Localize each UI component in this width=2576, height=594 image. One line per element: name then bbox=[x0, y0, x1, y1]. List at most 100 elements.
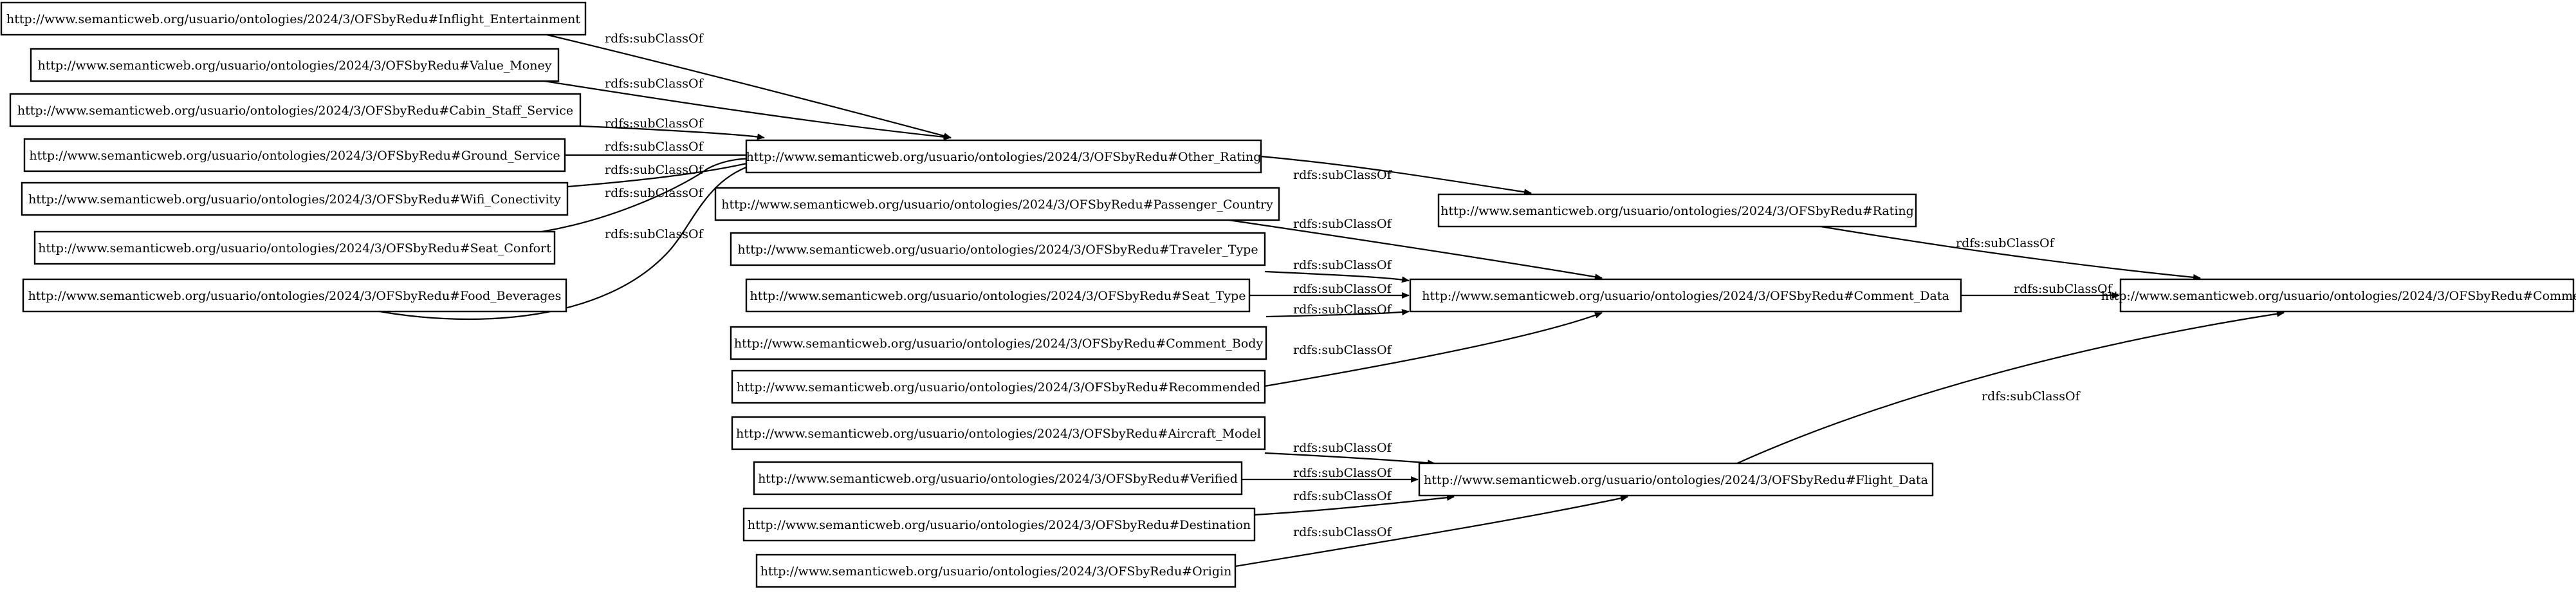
node-box bbox=[1437, 193, 1917, 228]
edge-label: rdfs:subClassOf bbox=[1293, 302, 1393, 317]
node-other: http://www.semanticweb.org/usuario/ontol… bbox=[745, 139, 1262, 174]
node-label: http://www.semanticweb.org/usuario/ontol… bbox=[38, 241, 551, 255]
node-box bbox=[745, 278, 1251, 313]
node-label: http://www.semanticweb.org/usuario/ontol… bbox=[1424, 473, 1928, 487]
node-label: http://www.semanticweb.org/usuario/ontol… bbox=[17, 104, 573, 118]
edge-label: rdfs:subClassOf bbox=[1956, 236, 2056, 250]
edge-rating-to-comment bbox=[1820, 225, 2201, 281]
node-label: http://www.semanticweb.org/usuario/ontol… bbox=[748, 518, 1251, 532]
node-origin: http://www.semanticweb.org/usuario/ontol… bbox=[755, 553, 1237, 588]
edge-cabin-to-other bbox=[580, 125, 765, 140]
edge-label: rdfs:subClassOf bbox=[1293, 258, 1393, 272]
node-wifi: http://www.semanticweb.org/usuario/ontol… bbox=[21, 181, 569, 216]
edge-label: rdfs:subClassOf bbox=[1293, 343, 1393, 357]
node-box bbox=[714, 187, 1280, 221]
node-box bbox=[730, 326, 1267, 360]
node-label: http://www.semanticweb.org/usuario/ontol… bbox=[29, 149, 560, 163]
edge-label: rdfs:subClassOf bbox=[605, 116, 704, 131]
node-label: http://www.semanticweb.org/usuario/ontol… bbox=[737, 243, 1258, 257]
edge-seatc-to-other bbox=[541, 155, 764, 233]
node-body: http://www.semanticweb.org/usuario/ontol… bbox=[730, 326, 1267, 360]
node-aircraft: http://www.semanticweb.org/usuario/ontol… bbox=[731, 416, 1266, 450]
node-inflight: http://www.semanticweb.org/usuario/ontol… bbox=[0, 1, 587, 36]
node-recommended: http://www.semanticweb.org/usuario/ontol… bbox=[731, 369, 1266, 404]
node-label: http://www.semanticweb.org/usuario/ontol… bbox=[736, 427, 1261, 441]
edge-passenger-to-commentdata bbox=[1228, 219, 1603, 281]
node-label: http://www.semanticweb.org/usuario/ontol… bbox=[1440, 204, 1914, 218]
node-label: http://www.semanticweb.org/usuario/ontol… bbox=[1422, 289, 1949, 303]
node-label: http://www.semanticweb.org/usuario/ontol… bbox=[758, 472, 1238, 486]
node-box bbox=[1418, 462, 1934, 497]
node-box bbox=[1409, 278, 1962, 313]
edge-origin-to-flightdata bbox=[1235, 495, 1628, 568]
edge-label: rdfs:subClassOf bbox=[605, 77, 704, 91]
node-value: http://www.semanticweb.org/usuario/ontol… bbox=[30, 48, 560, 82]
edge-label: rdfs:subClassOf bbox=[1982, 389, 2081, 404]
node-label: http://www.semanticweb.org/usuario/ontol… bbox=[28, 289, 562, 303]
edge-label: rdfs:subClassOf bbox=[1293, 168, 1393, 182]
node-box bbox=[731, 416, 1266, 450]
node-box bbox=[2119, 278, 2575, 313]
node-ground: http://www.semanticweb.org/usuario/ontol… bbox=[23, 138, 566, 172]
edge-value-to-other bbox=[544, 80, 952, 140]
node-passenger: http://www.semanticweb.org/usuario/ontol… bbox=[714, 187, 1280, 221]
node-box bbox=[21, 181, 569, 216]
edge-label: rdfs:subClassOf bbox=[1293, 217, 1393, 231]
node-comment: http://www.semanticweb.org/usuario/ontol… bbox=[2101, 278, 2576, 313]
node-box bbox=[22, 278, 567, 313]
node-box bbox=[9, 93, 582, 127]
edge-destination-to-flightdata bbox=[1254, 494, 1455, 516]
node-seatc: http://www.semanticweb.org/usuario/ontol… bbox=[33, 230, 556, 265]
edge-label: rdfs:subClassOf bbox=[605, 140, 704, 154]
node-box bbox=[30, 48, 560, 82]
edge-label: rdfs:subClassOf bbox=[1293, 525, 1393, 539]
node-box bbox=[745, 139, 1262, 174]
edges-layer: rdfs:subClassOf rdfs:subClassOf rdfs:subCl… bbox=[379, 32, 2285, 568]
node-box bbox=[755, 553, 1237, 588]
edge-recommended-to-commentdata bbox=[1264, 311, 1603, 387]
node-label: http://www.semanticweb.org/usuario/ontol… bbox=[734, 337, 1264, 351]
edge-label: rdfs:subClassOf bbox=[605, 186, 704, 200]
node-box bbox=[23, 138, 566, 172]
node-commentdata: http://www.semanticweb.org/usuario/ontol… bbox=[1409, 278, 1962, 313]
edge-wifi-to-other bbox=[567, 158, 764, 188]
node-box bbox=[0, 1, 587, 36]
node-box bbox=[742, 507, 1256, 542]
node-label: http://www.semanticweb.org/usuario/ontol… bbox=[28, 192, 561, 207]
node-label: http://www.semanticweb.org/usuario/ontol… bbox=[2101, 289, 2576, 303]
node-flightdata: http://www.semanticweb.org/usuario/ontol… bbox=[1418, 462, 1934, 497]
edge-label: rdfs:subClassOf bbox=[1293, 466, 1393, 480]
node-seatt: http://www.semanticweb.org/usuario/ontol… bbox=[745, 278, 1251, 313]
node-label: http://www.semanticweb.org/usuario/ontol… bbox=[737, 380, 1260, 394]
edge-label: rdfs:subClassOf bbox=[2014, 282, 2113, 296]
node-box bbox=[731, 369, 1266, 404]
node-food: http://www.semanticweb.org/usuario/ontol… bbox=[22, 278, 567, 313]
node-verified: http://www.semanticweb.org/usuario/ontol… bbox=[753, 461, 1243, 496]
node-label: http://www.semanticweb.org/usuario/ontol… bbox=[746, 150, 1262, 164]
node-cabin: http://www.semanticweb.org/usuario/ontol… bbox=[9, 93, 582, 127]
edge-label: rdfs:subClassOf bbox=[1293, 441, 1393, 455]
node-box bbox=[33, 230, 556, 265]
node-label: http://www.semanticweb.org/usuario/ontol… bbox=[6, 12, 580, 26]
node-label: http://www.semanticweb.org/usuario/ontol… bbox=[38, 59, 552, 73]
node-rating: http://www.semanticweb.org/usuario/ontol… bbox=[1437, 193, 1917, 228]
edge-flightdata-to-comment bbox=[1736, 310, 2285, 465]
node-label: http://www.semanticweb.org/usuario/ontol… bbox=[760, 564, 1232, 579]
node-destination: http://www.semanticweb.org/usuario/ontol… bbox=[742, 507, 1256, 542]
node-traveler: http://www.semanticweb.org/usuario/ontol… bbox=[730, 232, 1266, 266]
node-label: http://www.semanticweb.org/usuario/ontol… bbox=[750, 289, 1246, 303]
edge-traveler-to-commentdata bbox=[1264, 270, 1410, 283]
node-box bbox=[753, 461, 1243, 496]
edge-label: rdfs:subClassOf bbox=[605, 32, 704, 46]
edge-label: rdfs:subClassOf bbox=[1293, 282, 1393, 296]
edge-inflight-to-other bbox=[546, 33, 952, 140]
edge-aircraft-to-flightdata bbox=[1264, 452, 1435, 467]
edge-label: rdfs:subClassOf bbox=[605, 163, 704, 177]
node-box bbox=[730, 232, 1266, 266]
node-label: http://www.semanticweb.org/usuario/ontol… bbox=[721, 198, 1273, 212]
edge-label: rdfs:subClassOf bbox=[1293, 489, 1393, 503]
edge-label: rdfs:subClassOf bbox=[605, 227, 704, 241]
edge-body-to-commentdata bbox=[1265, 309, 1410, 318]
